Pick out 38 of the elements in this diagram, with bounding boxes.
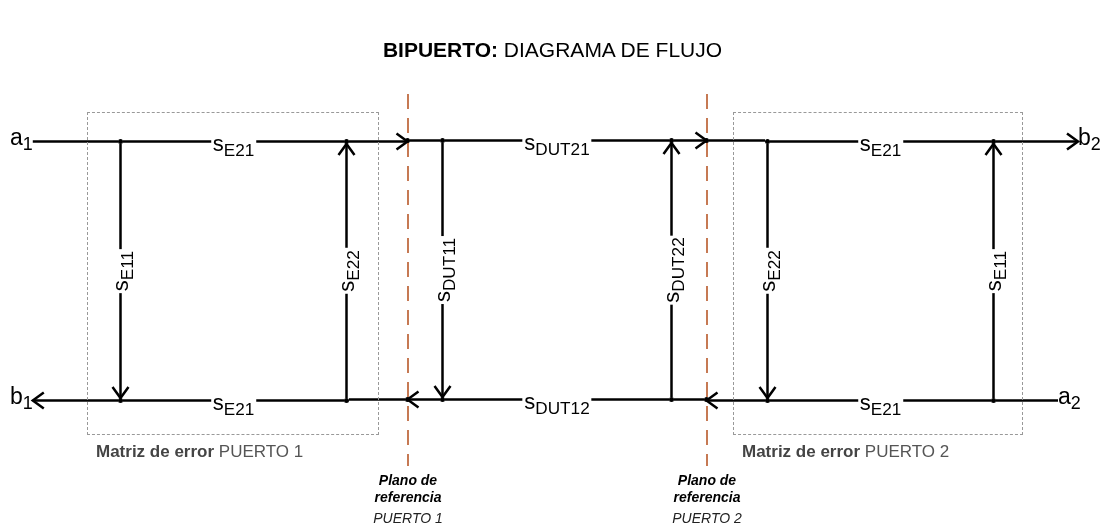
junction-dot	[440, 397, 445, 402]
port-label: a$_{2}$	[1058, 385, 1081, 408]
junction-dot	[344, 398, 349, 403]
junction-dot	[118, 139, 123, 144]
junction-dot	[669, 138, 674, 143]
box-caption: Matriz de error PUERTO 1	[96, 442, 304, 462]
signal-arrow	[996, 132, 1080, 151]
plane-label: Plano de referencia	[373, 472, 443, 506]
junction-dot	[405, 397, 410, 402]
junction-dot	[704, 397, 709, 402]
signal-arrow	[349, 132, 409, 151]
signal-line	[349, 398, 405, 401]
junction-dot	[765, 139, 770, 144]
signal-arrow	[406, 390, 440, 409]
signal-line	[410, 139, 440, 142]
port-name-label: PUERTO 2	[671, 510, 743, 526]
junction-dot	[344, 139, 349, 144]
port-label: b$_{1}$	[10, 385, 33, 408]
signal-line	[996, 399, 1058, 402]
port-name-label: PUERTO 1	[372, 510, 444, 526]
junction-dot	[765, 398, 770, 403]
signal-line	[32, 140, 118, 143]
junction-dot	[669, 397, 674, 402]
signal-line	[674, 398, 704, 401]
junction-dot	[704, 138, 709, 143]
signal-arrow	[31, 391, 118, 410]
junction-dot	[440, 138, 445, 143]
box-caption: Matriz de error PUERTO 2	[742, 442, 950, 462]
signal-line	[709, 139, 765, 142]
diagram-title: BIPUERTO: DIAGRAMA DE FLUJO	[381, 38, 724, 62]
junction-dot	[118, 398, 123, 403]
junction-dot	[405, 138, 410, 143]
port-label: a$_{1}$	[10, 126, 33, 149]
junction-dot	[991, 139, 996, 144]
port-label: b$_{2}$	[1078, 126, 1101, 149]
plane-label: Plano de referencia	[672, 472, 742, 506]
junction-dot	[991, 398, 996, 403]
signal-arrow	[705, 391, 765, 410]
